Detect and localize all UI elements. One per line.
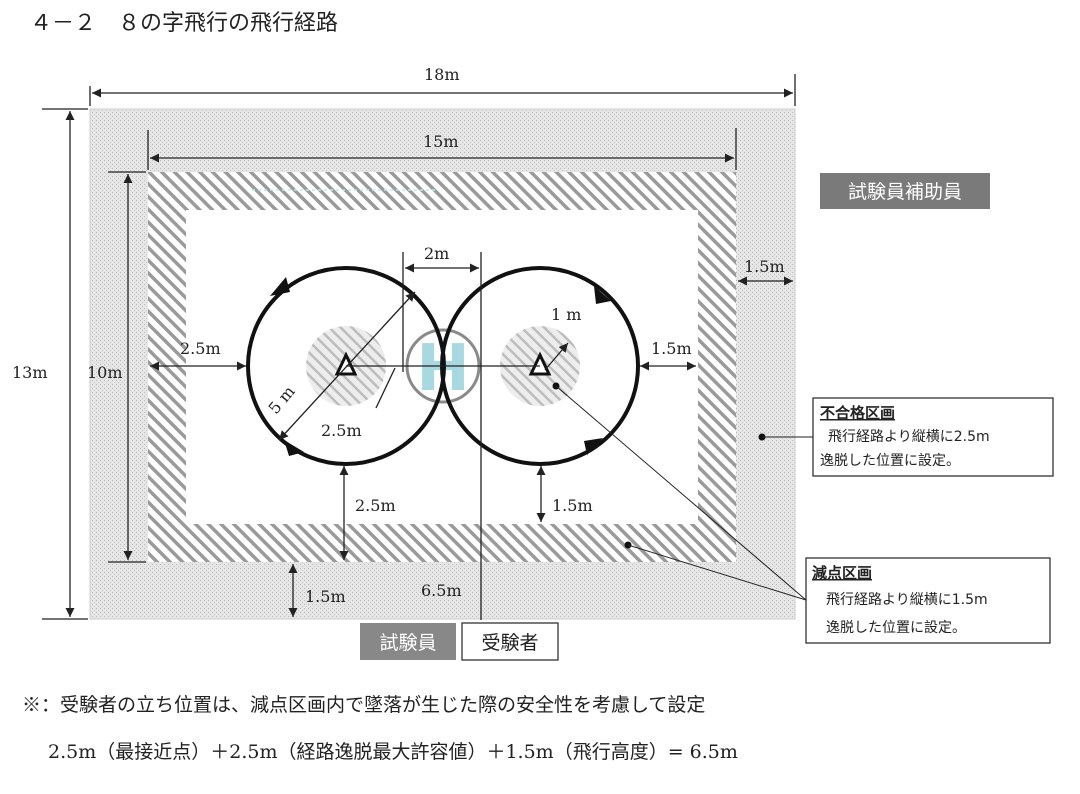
deduct-zone-callout-title: 減点区画 [812, 564, 872, 582]
dim-examinee-distance: 6.5m [421, 581, 462, 600]
deduct-zone-callout-line1: 飛行経路より縦横に1.5m [826, 592, 988, 608]
deduct-zone-callout-line2: 逸脱した位置に設定。 [826, 620, 966, 636]
dim-10m: 10m [87, 363, 123, 382]
assistant-label: 試験員補助員 [848, 181, 962, 203]
examiner-label-box [360, 623, 456, 660]
deduct-zone-callout [805, 557, 1051, 644]
dim-zone-right: 1.5m [744, 257, 785, 276]
dim-bottom-left: 2.5m [355, 496, 396, 515]
dim-left-clearance: 2.5m [180, 339, 221, 358]
direction-arrow [284, 440, 304, 456]
footnote-line2: 2.5m（最接近点）＋2.5m（経路逸脱最大許容値）＋1.5m（飛行高度）= 6… [48, 741, 738, 763]
dim-18m: 18m [424, 65, 460, 84]
fail-zone-callout [812, 397, 1054, 477]
direction-arrow [270, 277, 290, 296]
fail-zone-callout-line2: 逸脱した位置に設定。 [820, 453, 960, 469]
fail-zone-callout-title: 不合格区画 [820, 404, 895, 422]
page-title: ４－２ ８の字飛行の飛行経路 [30, 11, 338, 36]
footnote-line1: ※：受験者の立ち位置は、減点区画内で墜落が生じた際の安全性を考慮して設定 [22, 694, 706, 716]
assistant-label-box [820, 173, 990, 209]
right-center-marker [528, 351, 552, 376]
dim-2m: 2m [424, 244, 449, 263]
dim-13m: 13m [12, 363, 48, 382]
examinee-label: 受験者 [481, 632, 538, 654]
dim-right-clearance: 1.5m [651, 339, 692, 358]
dim-center-offset: 2.5m [321, 421, 362, 440]
examiner-label: 試験員 [379, 632, 436, 654]
examinee-label-box [461, 622, 559, 661]
direction-arrow [594, 286, 611, 304]
dim-bottom-zone: 1.5m [305, 587, 346, 606]
dim-15m: 15m [423, 132, 459, 151]
direction-arrow [584, 438, 603, 455]
fail-zone-callout-line1: 飛行経路より縦横に2.5m [828, 429, 990, 445]
dim-bottom-right: 1.5m [552, 496, 593, 515]
dim-inner-radius: 1 m [551, 305, 581, 324]
